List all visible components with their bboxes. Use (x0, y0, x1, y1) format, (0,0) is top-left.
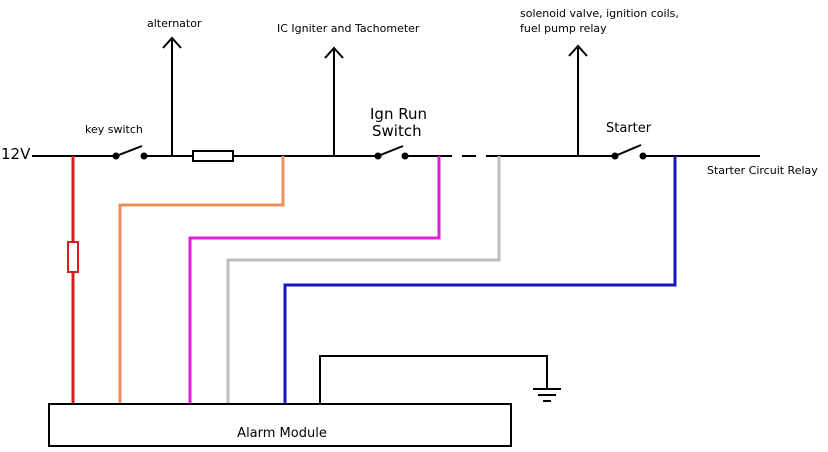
output-arrows (162, 36, 588, 156)
starter-label: Starter (606, 121, 652, 136)
alternator-label: alternator (147, 17, 202, 30)
red-wire-fuse (67, 241, 79, 273)
alarm-module-label: Alarm Module (237, 426, 327, 441)
blue-wire (283, 156, 677, 404)
magenta-wire (188, 156, 441, 404)
ic-igniter-arrow (324, 46, 344, 156)
solenoid-arrow (568, 44, 588, 156)
solenoid-label-line2: fuel pump relay (520, 22, 607, 35)
solenoid-label-line1: solenoid valve, ignition coils, (520, 7, 679, 20)
ign-run-switch (374, 145, 409, 160)
alarm-module-box (48, 403, 512, 447)
ground-connection (319, 355, 561, 404)
alternator-arrow (162, 36, 182, 156)
key-switch-label: key switch (85, 123, 143, 136)
orange-wire (118, 156, 285, 404)
ign-run-label-line2: Switch (372, 122, 422, 140)
gray-wire (226, 156, 501, 404)
starter-switch (611, 144, 647, 160)
ign-run-label-line1: Ign Run (370, 105, 427, 123)
main-fuse (192, 150, 234, 162)
supply-label: 12V (1, 145, 31, 163)
starter-relay-label: Starter Circuit Relay (707, 164, 818, 177)
ic-igniter-label: IC Igniter and Tachometer (277, 22, 420, 35)
key-switch (112, 145, 148, 160)
